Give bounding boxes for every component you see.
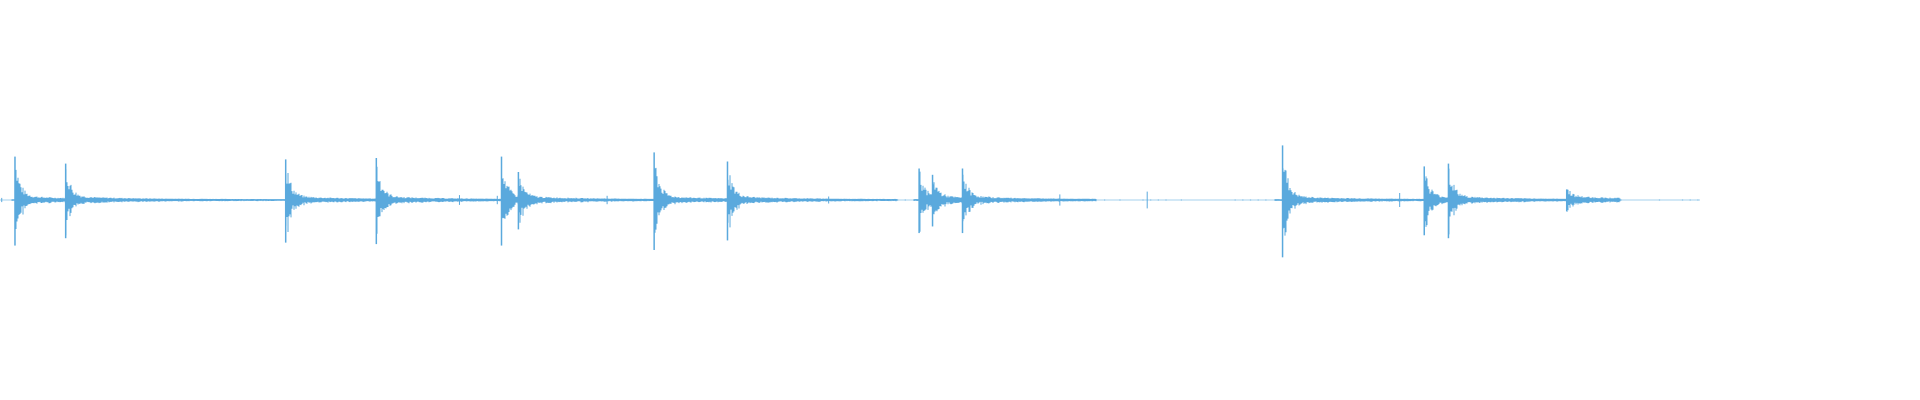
waveform-marks xyxy=(1,145,1699,258)
waveform-body xyxy=(11,166,1621,236)
